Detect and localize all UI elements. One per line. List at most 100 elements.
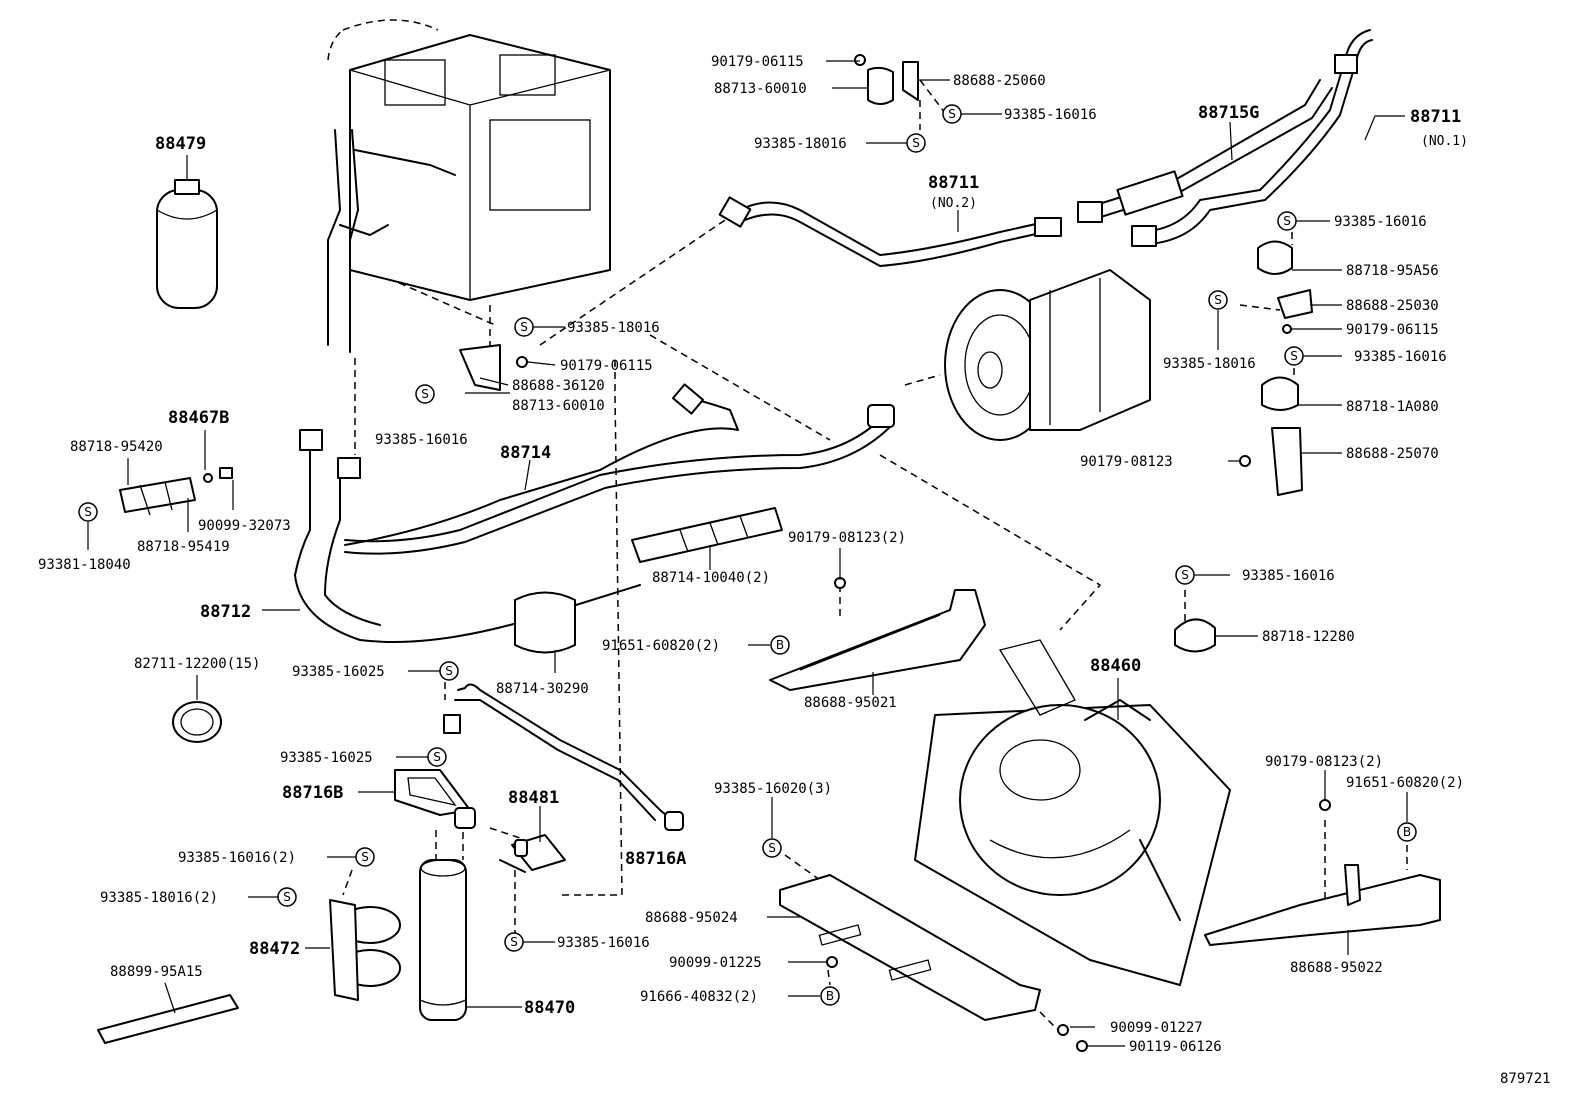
s-symbol-icon: S [277,887,297,907]
label-88714-30290: 88714-30290 [496,681,589,697]
svg-text:B: B [1403,825,1411,839]
label-88718-1a080: 88718-1A080 [1346,399,1439,415]
label-91651-60820-2-center: 91651-60820(2) [602,638,720,654]
s-symbol-icon: S [427,747,447,767]
clip-88718-95a56-drawing [1257,240,1293,275]
label-90179-06115-right: 90179-06115 [1346,322,1439,338]
label-88711-no1: 88711 [1410,107,1461,127]
label-93385-16016-left: 93385-16016 [375,432,468,448]
label-88711-no1-sub: (NO.1) [1421,134,1468,149]
s-symbol-icon: S [1284,346,1304,366]
label-88460: 88460 [1090,656,1141,676]
bracket-88688-95022-drawing [1204,864,1441,946]
tube-88712-drawing [294,429,641,643]
label-88688-25030: 88688-25030 [1346,298,1439,314]
label-93385-16016-r3: 93385-16016 [1242,568,1335,584]
label-88688-25070: 88688-25070 [1346,446,1439,462]
label-88713-60010-lower: 88713-60010 [512,398,605,414]
b-symbol-icon: B [770,635,790,655]
s-symbol-icon: S [1277,211,1297,231]
svg-text:S: S [445,664,453,678]
label-93385-16025-lower: 93385-16025 [280,750,373,766]
label-88718-12280: 88718-12280 [1262,629,1355,645]
label-93385-16025-upper: 93385-16025 [292,664,385,680]
clip-88718-1a080-drawing [1261,376,1299,411]
s-symbol-icon: S [1175,565,1195,585]
label-88688-36120: 88688-36120 [512,378,605,394]
label-88688-95021: 88688-95021 [804,695,897,711]
svg-text:S: S [84,505,92,519]
label-90179-06115-top: 90179-06115 [711,54,804,70]
bracket-88472-drawing [329,899,401,1001]
s-symbol-icon: S [504,932,524,952]
label-93385-18016-top: 93385-18016 [754,136,847,152]
svg-text:S: S [510,935,518,949]
label-90179-06115-lower: 90179-06115 [560,358,653,374]
small-fasteners-drawing [459,344,1331,1052]
strip-88899-95a15-drawing [97,994,239,1044]
hose-88714-drawing [344,383,895,555]
label-88712: 88712 [200,602,251,622]
label-88467b: 88467B [168,408,229,428]
diagram-id: 879721 [1500,1071,1551,1087]
label-88715g: 88715G [1198,103,1259,123]
s-symbol-icon: S [942,104,962,124]
label-93385-16016-2: 93385-16016(2) [178,850,296,866]
svg-text:S: S [1290,349,1298,363]
suction-hose-88711-no2-drawing [718,196,1062,267]
svg-text:S: S [361,850,369,864]
s-symbol-icon: S [906,133,926,153]
label-90099-01227: 90099-01227 [1110,1020,1203,1036]
label-90179-08123: 90179-08123 [1080,454,1173,470]
s-symbol-icon: S [415,384,435,404]
label-88718-95a56: 88718-95A56 [1346,263,1439,279]
receiver-drier-88479-drawing [156,179,218,309]
s-symbol-icon: S [439,661,459,681]
s-symbol-icon: S [1208,290,1228,310]
symbol-markers: S S S S S S S S S S S S S S S B B B [78,104,1417,1006]
label-90179-08123-2-center: 90179-08123(2) [788,530,906,546]
label-88713-60010-top: 88713-60010 [714,81,807,97]
compressor-drawing [944,269,1151,441]
bracket-88688-25030-drawing [1277,289,1313,334]
label-88718-95420: 88718-95420 [70,439,163,455]
s-symbol-icon: S [78,502,98,522]
tube-88716a-drawing [443,683,684,831]
label-93385-16016-r2: 93385-16016 [1354,349,1447,365]
bracket-88716b-drawing [394,769,476,829]
part-labels: 88479 88467B 88718-95420 90099-32073 887… [38,54,1551,1087]
label-90179-08123-2-right: 90179-08123(2) [1265,754,1383,770]
svg-text:S: S [433,750,441,764]
label-88470: 88470 [524,998,575,1018]
label-88716b: 88716B [282,783,343,803]
blower-unit-88460-drawing [914,639,1231,986]
hose-clamp-82711-drawing [172,701,222,743]
label-88472: 88472 [249,939,300,959]
bracket-88688-95024-drawing [779,874,1041,1021]
s-symbol-icon: S [514,317,534,337]
s-symbol-icon: S [762,838,782,858]
label-93385-16016-top: 93385-16016 [1004,107,1097,123]
svg-text:B: B [776,638,784,652]
s-symbol-icon: S [355,847,375,867]
label-93385-18016-right: 93385-18016 [1163,356,1256,372]
svg-text:S: S [1283,214,1291,228]
label-93385-18016-center: 93385-18016 [567,320,660,336]
label-93385-18016-2: 93385-18016(2) [100,890,218,906]
svg-text:S: S [768,841,776,855]
label-88716a: 88716A [625,849,686,869]
sleeve-88714-30290-drawing [514,591,576,654]
svg-text:B: B [826,989,834,1003]
label-88481: 88481 [508,788,559,808]
label-88718-95419: 88718-95419 [137,539,230,555]
label-93385-16020-3: 93385-16020(3) [714,781,832,797]
label-88714: 88714 [500,443,551,463]
label-88688-95022: 88688-95022 [1290,960,1383,976]
label-90099-32073: 90099-32073 [198,518,291,534]
label-88688-95024: 88688-95024 [645,910,738,926]
label-88714-10040: 88714-10040(2) [652,570,770,586]
clip-88718-12280-drawing [1174,618,1216,653]
sleeve-88714-10040-drawing [631,507,783,563]
leader-lines [87,60,1408,1047]
